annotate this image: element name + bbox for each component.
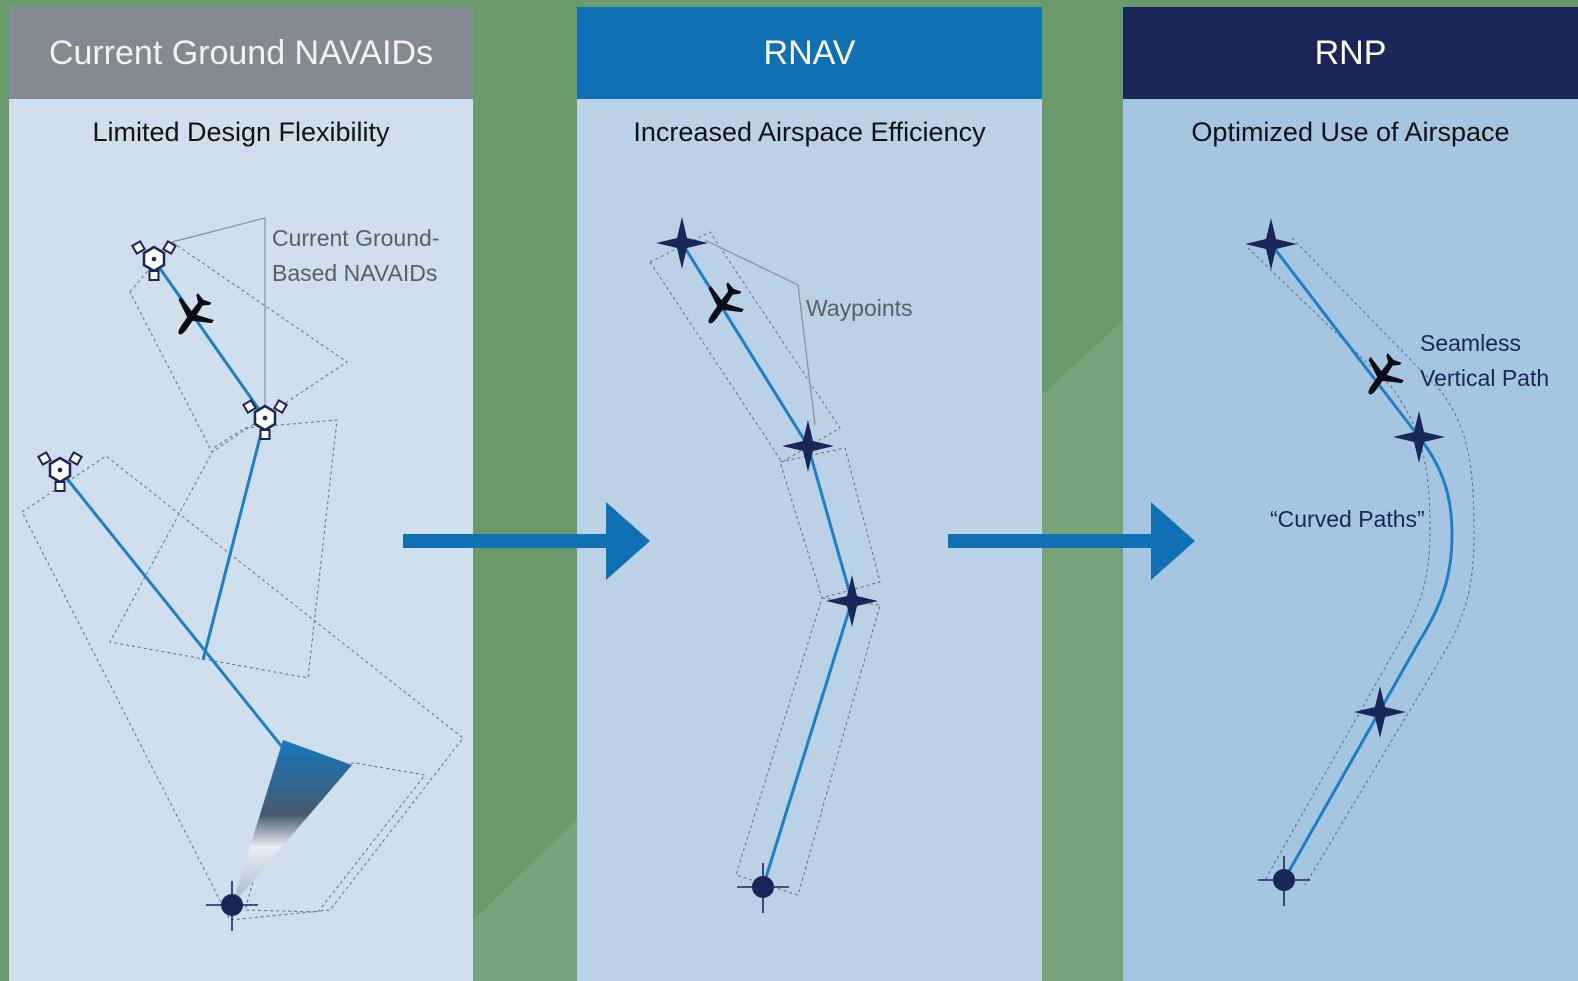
- aircraft-icon: [162, 286, 222, 346]
- navaid-icon: [242, 399, 288, 441]
- navaid-annotation-line1: Current Ground-: [272, 225, 439, 251]
- navaid-icon: [131, 240, 177, 282]
- waypoint-star-icon: [1393, 411, 1445, 463]
- panel-rnav: RNAV Increased Airspace Efficiency: [577, 7, 1042, 981]
- waypoint-star-icon: [1245, 218, 1297, 270]
- navaid-icon: [37, 451, 83, 493]
- runway-threshold-icon: [736, 862, 790, 914]
- radar-coverage-cone: [232, 740, 352, 905]
- panel-current-ground-navaids: Current Ground NAVAIDs Limited Design Fl…: [9, 7, 473, 981]
- ground-navaid-diagram: Current Ground- Based NAVAIDs: [21, 217, 464, 932]
- curved-paths-annotation: “Curved Paths”: [1270, 506, 1425, 532]
- waypoint-star-icon: [656, 217, 708, 269]
- vertical-path-annotation-line2: Vertical Path: [1420, 365, 1549, 391]
- arrow-right-icon: [948, 502, 1195, 580]
- panel-rnp: RNP Optimized Use of Airspace: [1123, 7, 1578, 981]
- panel-title: RNP: [1123, 7, 1578, 99]
- rnav-diagram: Waypoints: [649, 217, 913, 914]
- arrow-right-icon: [403, 502, 650, 580]
- runway-threshold-icon: [1257, 855, 1311, 907]
- rnp-diagram: Seamless Vertical Path “Curved Paths”: [1245, 218, 1549, 907]
- aircraft-icon: [1352, 346, 1412, 406]
- panel-title: Current Ground NAVAIDs: [9, 7, 473, 99]
- waypoint-star-icon: [782, 420, 834, 472]
- vertical-path-annotation-line1: Seamless: [1420, 330, 1521, 356]
- aircraft-icon: [692, 275, 752, 335]
- panel-title: RNAV: [577, 7, 1042, 99]
- navaid-annotation-line2: Based NAVAIDs: [272, 260, 437, 286]
- waypoints-annotation: Waypoints: [806, 295, 913, 321]
- panel-subtitle: Limited Design Flexibility: [92, 117, 390, 147]
- runway-threshold-icon: [205, 880, 259, 932]
- panel-subtitle: Optimized Use of Airspace: [1191, 117, 1510, 147]
- waypoint-star-icon: [826, 575, 878, 627]
- panel-subtitle: Increased Airspace Efficiency: [633, 117, 986, 147]
